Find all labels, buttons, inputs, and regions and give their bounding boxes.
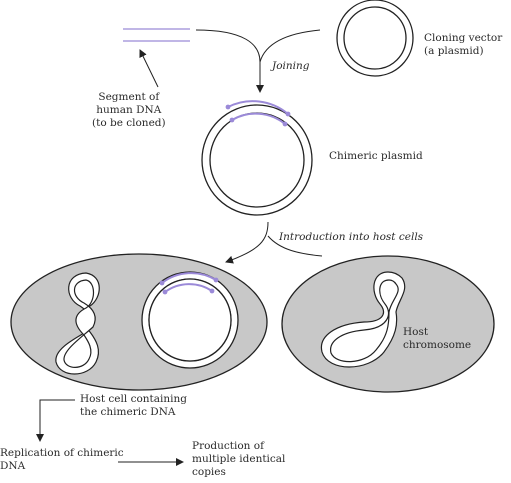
human-dna-segment — [123, 28, 190, 42]
chimeric-plasmid-label: Chimeric plasmid — [329, 150, 423, 162]
production-label: Production of multiple identical copies — [192, 440, 286, 478]
host-chromosome-label: Host chromosome — [403, 326, 472, 351]
segment-pointer-arrow — [139, 49, 159, 88]
introduction-label: Introduction into host cells — [279, 231, 424, 243]
joining-arrow — [195, 29, 321, 93]
joining-label: Joining — [272, 60, 310, 72]
introduction-arrow — [225, 221, 323, 264]
chimeric-plasmid — [201, 100, 313, 216]
segment-label: Segment of human DNA (to be cloned) — [92, 91, 166, 129]
cloning-vector-plasmid — [336, 0, 414, 77]
replication-arrow — [36, 399, 75, 442]
replication-label: Replication of chimeric DNA — [0, 447, 124, 472]
host-cell-with-chimeric-dna — [10, 253, 268, 391]
host-cell — [281, 255, 495, 393]
vector-label: Cloning vector (a plasmid) — [424, 32, 503, 57]
host-cell-label: Host cell containing the chimeric DNA — [80, 393, 187, 418]
